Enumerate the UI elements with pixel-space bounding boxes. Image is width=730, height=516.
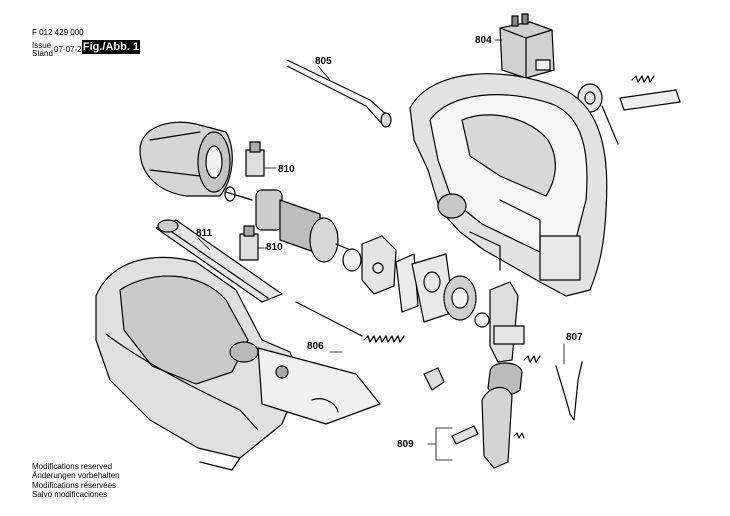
note-line: Modifications reserved [32, 462, 113, 471]
callout-805: 805 [315, 56, 332, 67]
armature [224, 186, 362, 272]
part-804-switch [499, 13, 555, 79]
callout-811: 811 [196, 228, 213, 239]
callout-804: 804 [475, 35, 492, 46]
leader-lines [197, 39, 565, 461]
brush-holder-lower [239, 225, 259, 261]
note-line: Änderungen vorbehalten [32, 471, 120, 481]
brush-holder-upper [245, 141, 265, 177]
callout-806: 806 [307, 341, 324, 352]
callout-810-lower: 810 [266, 242, 283, 253]
part-806-rod-spring [295, 301, 445, 391]
housing-half-left [95, 256, 301, 471]
motor-stator [139, 121, 233, 197]
main-gear [443, 275, 477, 321]
spring-right [523, 355, 541, 363]
bearing-plate-a [361, 235, 397, 295]
figure-tag: Fig./Abb. 1 [82, 40, 140, 54]
part-811-guide [155, 219, 283, 303]
part-807-wire [555, 361, 583, 421]
spring-top [631, 75, 655, 83]
note-line: Salvo modificaciones [32, 490, 108, 500]
plunger-assembly [474, 281, 525, 396]
callout-809: 809 [397, 439, 414, 450]
callout-810-upper: 810 [278, 164, 295, 175]
rocker-arm [481, 386, 525, 469]
issue-date: 07-07-24 [54, 45, 87, 54]
base-plate [257, 347, 381, 425]
part-805-rod [286, 59, 392, 128]
note-line: Modifications réservées [32, 480, 117, 490]
slide-plate [619, 89, 681, 111]
document-number: F 012 429 000 [32, 28, 84, 37]
stand-label: Stand [32, 49, 53, 58]
housing-half-right [409, 73, 608, 297]
modifications-notes: Modifications reserved Änderungen vorbeh… [32, 462, 120, 500]
issue-label: Issue [32, 41, 52, 50]
part-809-pin [451, 425, 479, 445]
callout-807: 807 [566, 332, 583, 343]
